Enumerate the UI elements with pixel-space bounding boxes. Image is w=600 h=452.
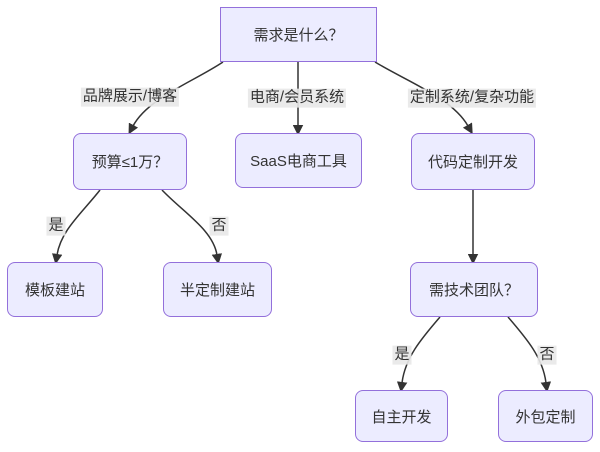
edge-label-team-yes: 是	[392, 345, 412, 365]
edge-label-brand-blog: 品牌展示/博客	[80, 87, 180, 107]
edge-label-budget-no: 否	[209, 216, 229, 236]
edge-label-budget-yes: 是	[46, 216, 66, 236]
node-semi-custom-site: 半定制建站	[163, 262, 272, 317]
edge-label-custom-system-complex: 定制系统/复杂功能	[407, 88, 537, 108]
node-code-custom-development: 代码定制开发	[411, 133, 535, 190]
node-budget-question: 预算≤1万？	[73, 133, 187, 190]
node-saas-ecommerce-tool: SaaS电商工具	[235, 133, 362, 188]
edge-budget-yes-to-template	[51, 189, 101, 265]
node-requirement-question: 需求是什么？	[220, 7, 377, 62]
edge-label-ecommerce-membership: 电商/会员系统	[247, 88, 347, 108]
edge-team-yes-to-inhouse	[396, 316, 441, 393]
edge-budget-no-to-semicustom	[161, 189, 223, 265]
node-inhouse-development: 自主开发	[355, 390, 448, 442]
node-template-site: 模板建站	[7, 262, 103, 317]
node-tech-team-question: 需技术团队？	[410, 262, 538, 317]
node-outsourced-custom: 外包定制	[498, 390, 593, 442]
edge-team-no-to-outsource	[507, 316, 552, 393]
edge-label-team-no: 否	[537, 345, 557, 365]
